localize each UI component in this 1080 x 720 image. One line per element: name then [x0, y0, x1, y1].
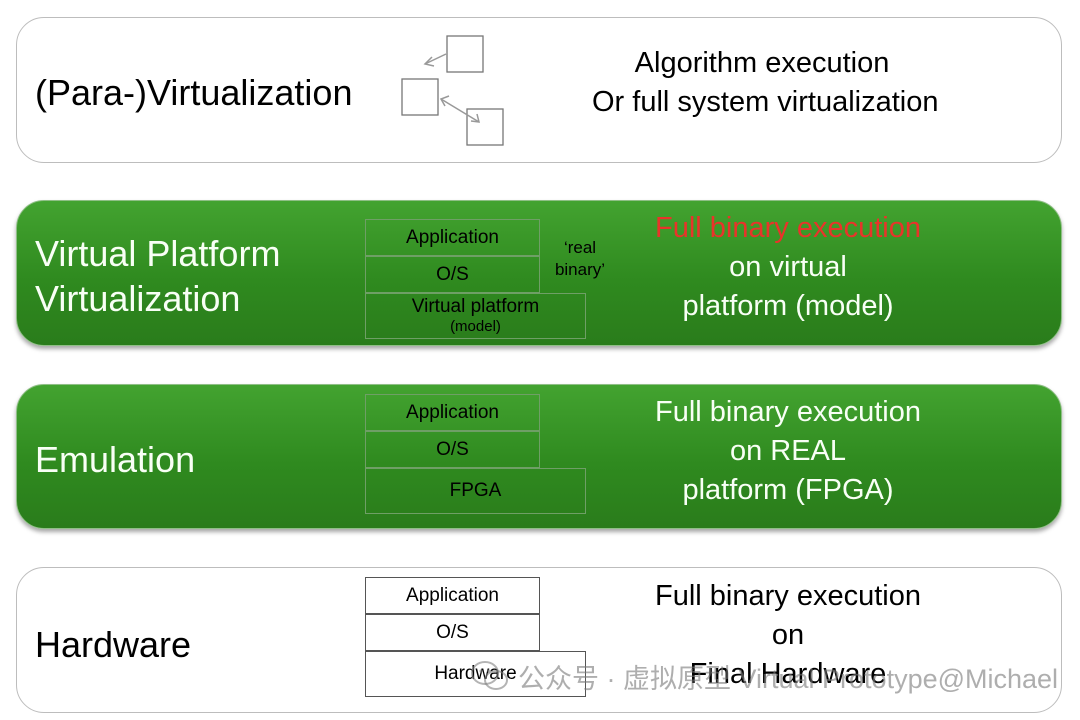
- row-description: Full binary execution on virtual platfor…: [618, 209, 958, 326]
- watermark-text: 公众号 · 虚拟原型 Virtual Prototype@Michael: [518, 663, 1059, 694]
- stack-os: O/S: [365, 614, 540, 651]
- row-para-virtualization: (Para-)Virtualization Algorithm executio…: [16, 17, 1062, 163]
- real-binary-annotation: ‘real binary’: [554, 238, 606, 279]
- row-virtual-platform: Virtual Platform Virtualization Applicat…: [16, 200, 1062, 346]
- watermark: 公众号 · 虚拟原型 Virtual Prototype@Michael: [470, 656, 1058, 696]
- row-description: Full binary execution on Final Hardware: [655, 580, 921, 690]
- row-description: Full binary execution on REAL platform (…: [655, 396, 921, 506]
- row-title: Emulation: [35, 439, 196, 480]
- stack-application: Application: [365, 577, 540, 614]
- row-hardware: Hardware Application O/S Hardware Full b…: [16, 567, 1062, 713]
- row-description: Algorithm execution Or full system virtu…: [592, 47, 939, 118]
- stack-application: Application: [365, 394, 540, 431]
- stack-virtual-platform: Virtual platform (model): [365, 293, 586, 339]
- stack-application: Application: [365, 219, 540, 256]
- row-emulation: Emulation Application O/S FPGA Full bina…: [16, 384, 1062, 529]
- row-title: (Para-)Virtualization: [35, 72, 353, 113]
- highlight-text: Full binary execution: [655, 212, 921, 244]
- connected-boxes-icon: [401, 35, 504, 146]
- row-title: Hardware: [35, 624, 192, 665]
- row-title: Virtual Platform Virtualization: [35, 233, 281, 319]
- wechat-icon: [471, 661, 508, 690]
- stack-os: O/S: [365, 431, 540, 468]
- stack-os: O/S: [365, 256, 540, 293]
- stack-fpga: FPGA: [365, 468, 586, 514]
